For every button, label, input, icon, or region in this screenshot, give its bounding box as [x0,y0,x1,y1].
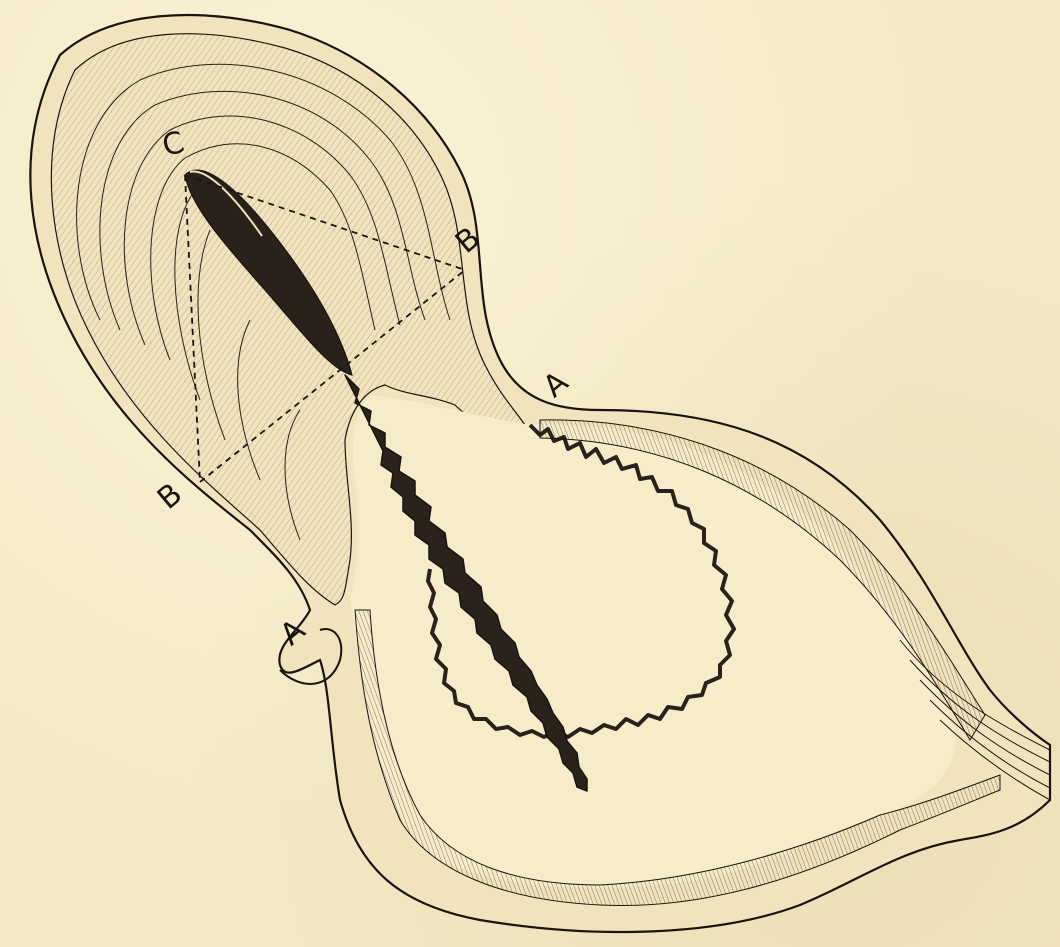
inner-cavity [350,395,956,888]
